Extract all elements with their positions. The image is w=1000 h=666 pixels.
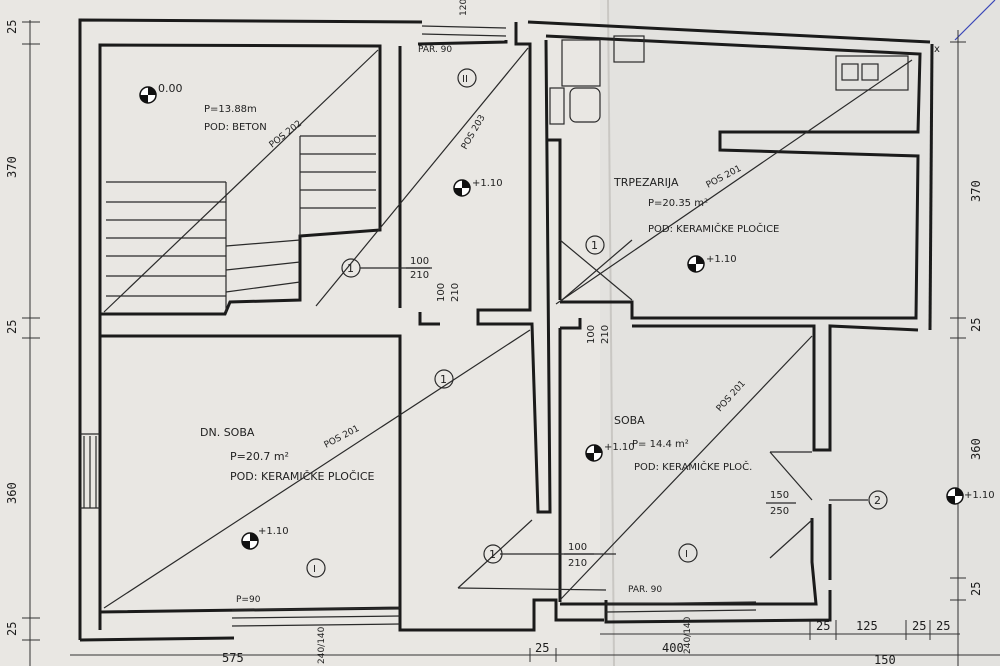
bedroom-area: P= 14.4 m² (632, 439, 689, 450)
door-size-5-num: 150 (770, 490, 789, 501)
window-label-bottom-left: P=90 (236, 595, 261, 605)
pen-mark (954, 0, 996, 41)
bedroom-level: +1.10 (604, 442, 635, 453)
dim-right-lower: 360 (969, 438, 983, 460)
door-size-4-num: 100 (568, 542, 587, 553)
dining-level: +1.10 (706, 254, 737, 265)
living-area: P=20.7 m² (230, 450, 289, 463)
door-size-1-den: 210 (410, 270, 429, 281)
dining-area: P=20.35 m² (648, 198, 708, 209)
door-size-4-den: 210 (568, 558, 587, 569)
dim-right-upper: 370 (969, 180, 983, 202)
dim-left-upper: 370 (5, 156, 19, 178)
dim-right-mid: 25 (969, 318, 983, 332)
stair-room-area: P=13.88m (204, 104, 257, 115)
level-markers (139, 86, 964, 550)
window-label-bottom-right: PAR. 90 (628, 585, 662, 595)
window-label-top-right: 120/140 (459, 0, 469, 16)
walls (78, 18, 934, 642)
dim-bottom-25b: 25 (816, 619, 830, 633)
door-tag-1d: 1 (489, 548, 496, 561)
window-size-bottom-left: 240/140 (317, 626, 327, 664)
living-name: DN. SOBA (200, 426, 255, 439)
opening-labels: PAR. 90 120/140 P=90 PAR. 90 240/140 240… (236, 0, 940, 664)
sink (549, 87, 565, 125)
stair-room-level: 0.00 (158, 82, 183, 95)
dim-bottom-25a: 25 (535, 641, 549, 655)
door-tag-2: 2 (874, 494, 881, 507)
door-tag-1a: 1 (347, 262, 354, 275)
dim-bottom-125: 125 (856, 619, 878, 633)
dim-left-mid: 25 (5, 320, 19, 334)
dim-bottom-575: 575 (222, 651, 244, 665)
door-tag-circles (306, 68, 888, 578)
washbasin (613, 35, 645, 63)
door-size-3-num: 100 (586, 325, 597, 344)
door-size-3-den: 210 (600, 325, 611, 344)
hall-level: +1.10 (472, 178, 503, 189)
dining-name: TRPEZARIJA (613, 176, 679, 189)
corner-mark: x (934, 44, 940, 55)
staircase (106, 135, 376, 312)
dim-right-bottom: 25 (969, 582, 983, 596)
dim-left-lower: 360 (5, 482, 19, 504)
dimension-lines (22, 20, 1000, 666)
slab-diagonals (103, 47, 913, 609)
kitchen-sink (835, 55, 909, 91)
dim-left-top: 25 (5, 20, 19, 34)
door-tag-1c: 1 (591, 239, 598, 252)
toilet (569, 87, 601, 123)
door-tag-II: II (462, 74, 468, 85)
door-tag-1b: 1 (440, 373, 447, 386)
living-level: +1.10 (258, 526, 289, 537)
paper-fold-line (607, 0, 615, 666)
door-tag-Ia: I (313, 564, 316, 575)
outside-level: +1.10 (964, 490, 995, 501)
shower-tray (561, 39, 601, 87)
door-size-2-num: 100 (436, 283, 447, 302)
paper-fold-shade (600, 0, 1000, 666)
dim-bottom-150: 150 (874, 653, 896, 666)
door-size-2-den: 210 (450, 283, 461, 302)
door-tag-Ib: I (685, 549, 688, 560)
window-openings (83, 25, 757, 627)
door-size-5-den: 250 (770, 506, 789, 517)
bedroom-floor: POD: KERAMIČKE PLOČ. (634, 460, 752, 473)
dim-bottom-400: 400 (662, 641, 684, 655)
bedroom-name: SOBA (614, 414, 645, 427)
dining-floor: POD: KERAMIČKE PLOČICE (648, 222, 779, 235)
stair-room-floor: POD: BETON (204, 122, 267, 133)
living-floor: POD: KERAMIČKE PLOČICE (230, 470, 375, 483)
door-size-1-num: 100 (410, 256, 429, 267)
window-size-bottom-right: 240/140 (683, 616, 693, 654)
window-label-top-left: PAR. 90 (418, 45, 452, 55)
dimension-labels: 25 370 25 360 25 370 25 360 25 575 25 40… (5, 20, 983, 666)
dim-bottom-25d: 25 (936, 619, 950, 633)
dim-bottom-25c: 25 (912, 619, 926, 633)
bathroom-fixtures (549, 35, 909, 125)
dim-left-bottom: 25 (5, 622, 19, 636)
